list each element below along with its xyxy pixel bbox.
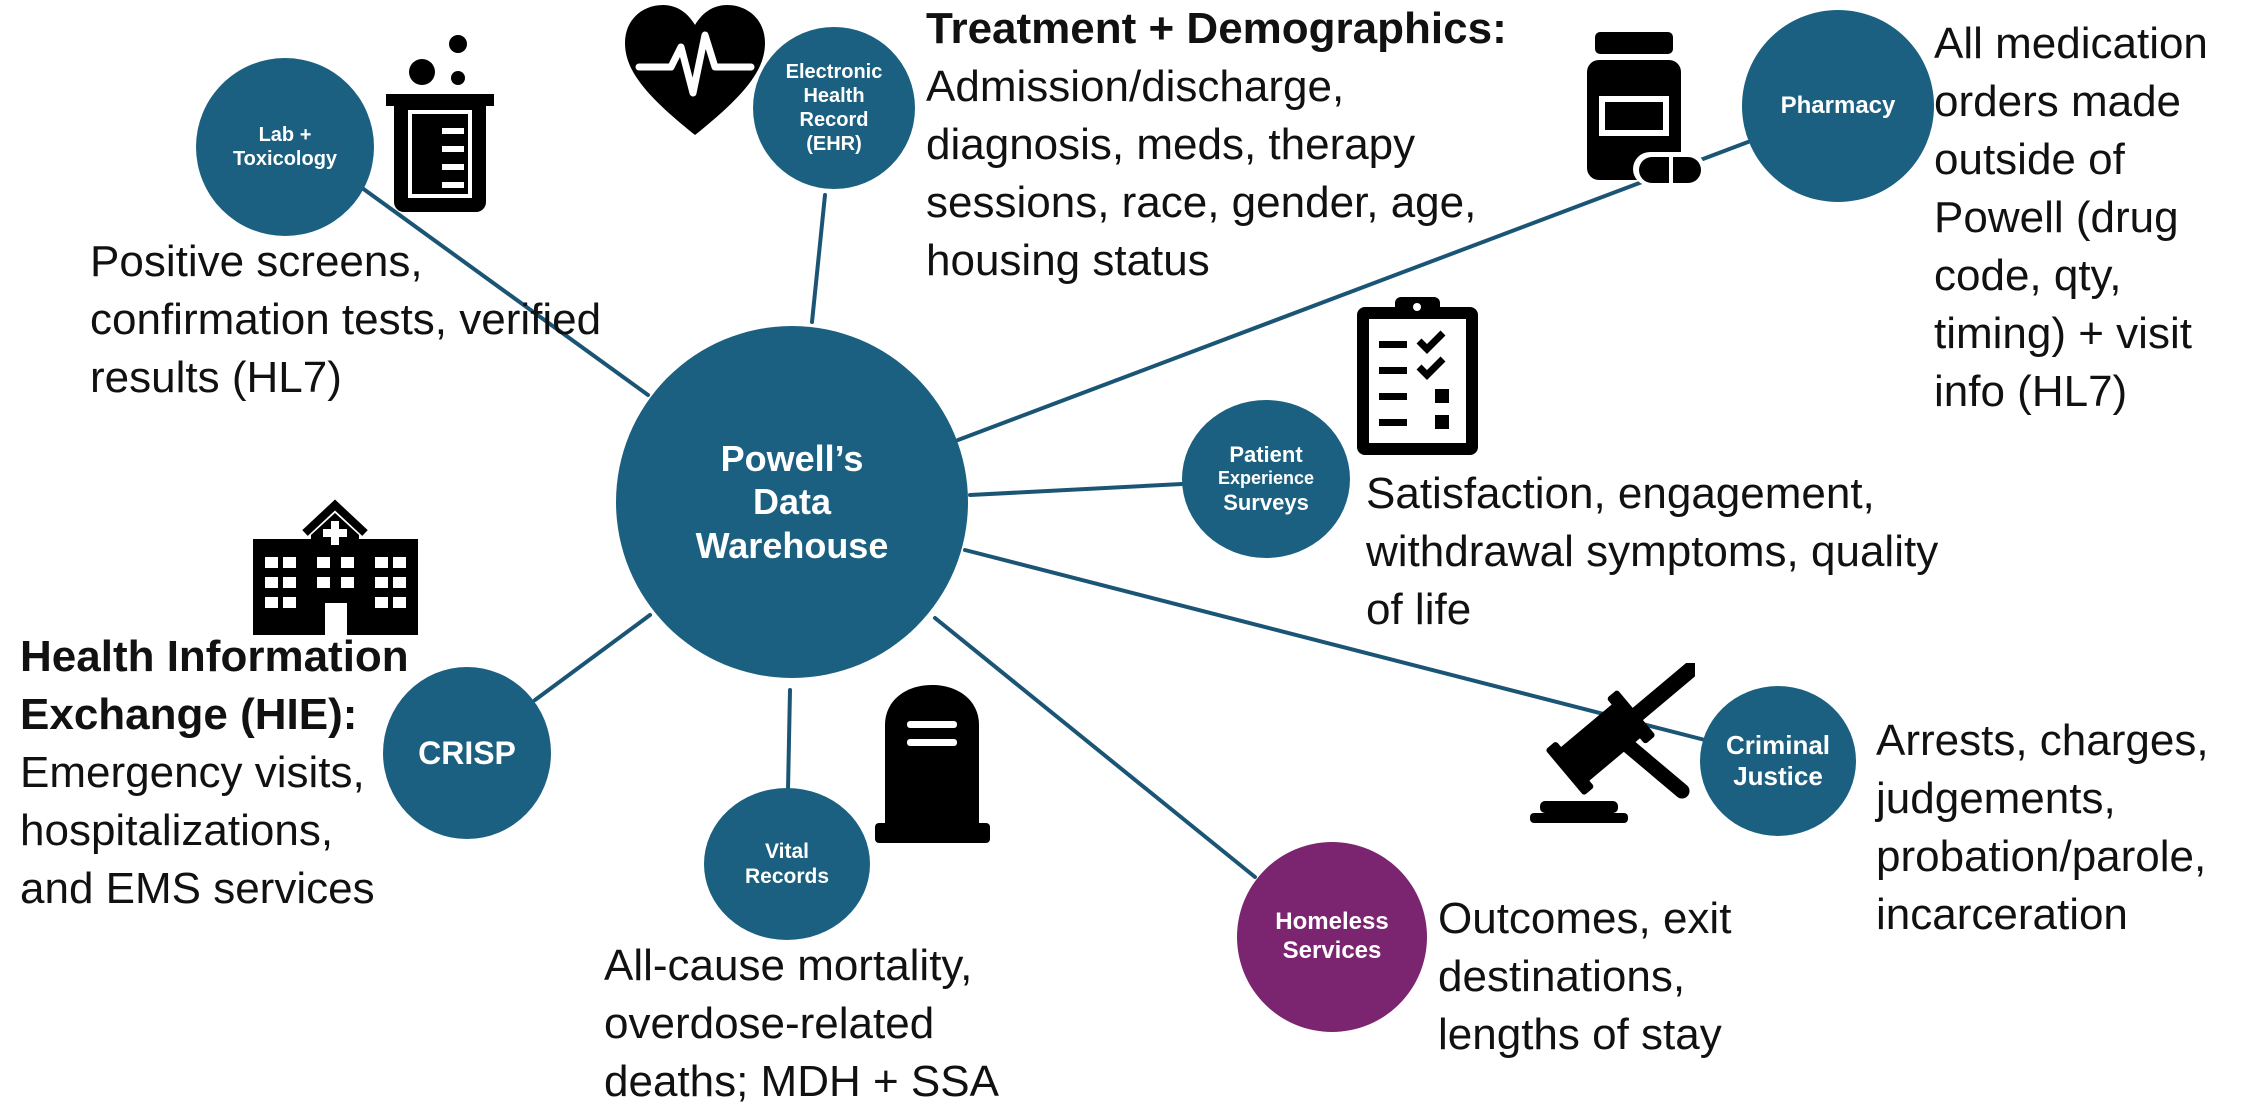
tombstone-icon: [875, 685, 990, 843]
surveys-description: Satisfaction, engagement, withdrawal sym…: [1366, 465, 1946, 639]
hospital-icon: [253, 499, 418, 635]
data-warehouse-hub: Powell’s Data Warehouse: [616, 326, 968, 678]
pharmacy-node-label: Pharmacy: [1780, 91, 1896, 119]
connector-pharmacy: [956, 140, 1750, 442]
homeless-description: Outcomes, exit destinations, lengths of …: [1438, 890, 1838, 1064]
ehr-node-label: Electronic Health Record (EHR): [785, 61, 883, 155]
gavel-icon: [1530, 663, 1695, 823]
connector-ehr: [810, 193, 827, 324]
criminal-justice-node: Criminal Justice: [1700, 686, 1856, 836]
crisp-description-body: Emergency visits, hospitalizations, and …: [20, 748, 375, 913]
ehr-description-body: Admission/discharge, diagnosis, meds, th…: [926, 62, 1477, 285]
surveys-description-body: Satisfaction, engagement, withdrawal sym…: [1366, 469, 1939, 634]
pharmacy-description: All medication orders made outside of Po…: [1934, 15, 2244, 421]
crisp-node-label: CRISP: [418, 734, 516, 771]
homeless-node-label: Homeless Services: [1275, 908, 1389, 964]
surveys-node-label-line1: Patient: [1229, 441, 1303, 467]
crisp-description: Health Information Exchange (HIE): Emerg…: [20, 628, 440, 918]
ehr-description: Treatment + Demographics: Admission/disc…: [926, 0, 1566, 290]
homeless-description-body: Outcomes, exit destinations, lengths of …: [1438, 894, 1732, 1059]
heart-pulse-icon: [625, 5, 765, 135]
hub-label: Powell’s Data Warehouse: [695, 438, 889, 566]
pharmacy-node: Pharmacy: [1742, 10, 1934, 202]
connector-homeless: [933, 616, 1257, 879]
ehr-description-heading: Treatment + Demographics:: [926, 4, 1507, 53]
pharmacy-description-body: All medication orders made outside of Po…: [1934, 19, 2208, 416]
vital-description-body: All-cause mortality, overdose-related de…: [604, 941, 999, 1106]
ehr-node: Electronic Health Record (EHR): [753, 27, 915, 189]
connector-crisp: [533, 613, 652, 702]
clipboard-checklist-icon: [1357, 297, 1478, 455]
connector-justice: [963, 548, 1707, 742]
homeless-services-node: Homeless Services: [1237, 842, 1427, 1032]
patient-surveys-node: Patient Experience Surveys: [1182, 400, 1350, 558]
beaker-icon: [386, 35, 494, 212]
connector-lab: [356, 183, 650, 397]
vital-node-label: Vital Records: [744, 839, 830, 888]
connector-surveys: [968, 482, 1184, 497]
surveys-node-label-line3: Surveys: [1223, 489, 1309, 515]
lab-node-label: Lab + Toxicology: [232, 124, 338, 170]
pill-bottle-icon: [1587, 32, 1705, 186]
lab-description-body: Positive screens, confirmation tests, ve…: [90, 237, 602, 402]
connector-vital: [786, 688, 792, 792]
crisp-node: CRISP: [383, 667, 551, 839]
lab-description: Positive screens, confirmation tests, ve…: [90, 233, 610, 407]
justice-node-label: Criminal Justice: [1725, 729, 1831, 791]
justice-description-body: Arrests, charges, judgements, probation/…: [1876, 716, 2209, 939]
crisp-description-heading: Health Information Exchange (HIE):: [20, 632, 409, 739]
vital-description: All-cause mortality, overdose-related de…: [604, 937, 1044, 1111]
justice-description: Arrests, charges, judgements, probation/…: [1876, 712, 2254, 944]
lab-toxicology-node: Lab + Toxicology: [196, 58, 374, 236]
vital-records-node: Vital Records: [704, 788, 870, 940]
surveys-node-label-line2: Experience: [1217, 468, 1315, 489]
